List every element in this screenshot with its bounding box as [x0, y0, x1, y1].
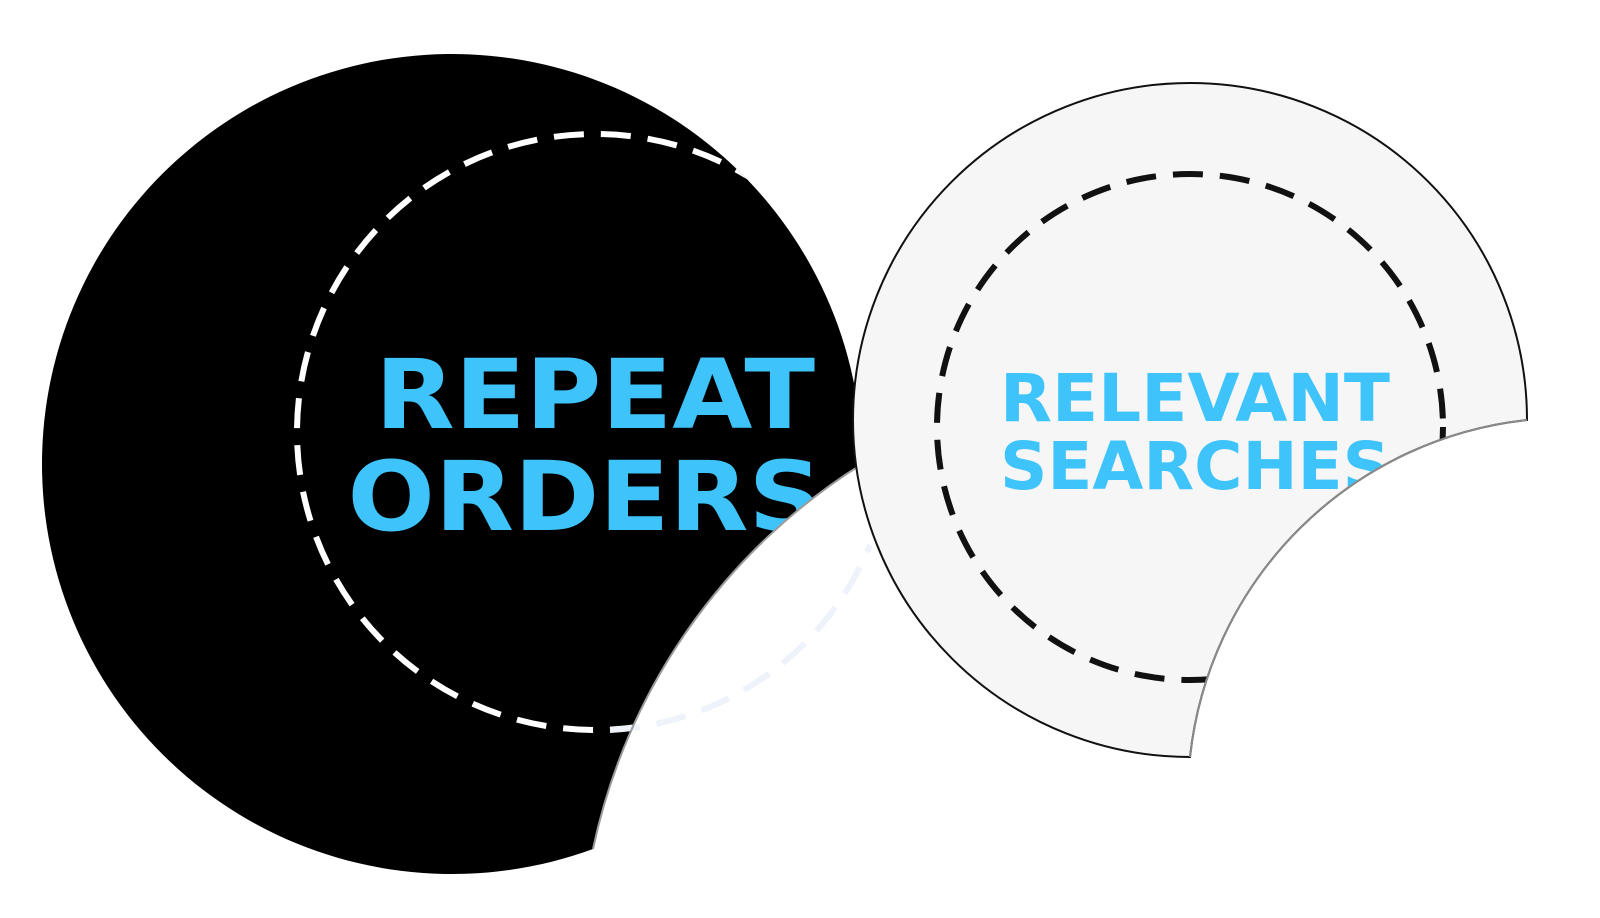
repeat-orders-sticker: REPEAT ORDERS: [41, 54, 873, 875]
relevant-searches-peel-edge: [1189, 419, 1528, 758]
repeat-orders-peel-edge: [592, 463, 863, 850]
repeat-orders-disc: [41, 54, 863, 875]
repeat-orders-ring-shadow: [609, 543, 873, 733]
repeat-orders-line-2: ORDERS: [348, 441, 823, 553]
relevant-searches-line-2: SEARCHES: [1000, 428, 1390, 505]
relevant-searches-sticker: RELEVANT SEARCHES: [852, 82, 1529, 759]
repeat-orders-line-1: REPEAT: [375, 339, 815, 451]
relevant-searches-dashed-ring: [934, 171, 1446, 683]
relevant-searches-line-1: RELEVANT: [1000, 360, 1390, 437]
